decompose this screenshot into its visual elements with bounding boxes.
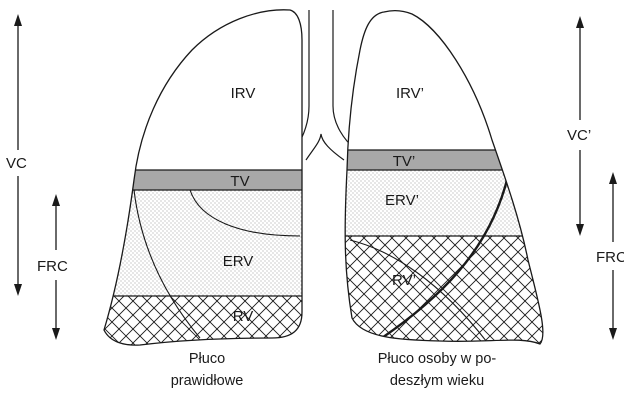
right-vc-arrow xyxy=(576,16,584,236)
right-caption-line2: deszłym wieku xyxy=(390,373,484,389)
left-rv-label: RV xyxy=(233,308,254,325)
left-tv-band xyxy=(90,170,320,190)
left-frc-label: FRC xyxy=(37,258,68,275)
right-caption-line1: Płuco osoby w po- xyxy=(378,351,497,367)
right-frc-label: FRC xyxy=(596,249,624,266)
right-tv-band xyxy=(330,150,560,170)
trachea xyxy=(295,10,356,160)
right-irv-label: IRV’ xyxy=(396,85,424,102)
right-erv-region xyxy=(330,170,560,236)
left-caption-line2: prawidłowe xyxy=(171,373,244,389)
left-irv-label: IRV xyxy=(231,85,256,102)
left-lung: IRV TV ERV RV Płuco prawidłowe xyxy=(90,0,320,394)
left-erv-label: ERV xyxy=(223,253,254,270)
right-rv-label: RV’ xyxy=(392,272,416,289)
right-vc-label: VC’ xyxy=(567,127,591,144)
right-tv-label: TV’ xyxy=(393,153,416,170)
left-vc-label: VC xyxy=(6,155,27,172)
right-rv-region xyxy=(330,236,560,366)
left-caption-line1: Płuco xyxy=(189,351,225,367)
right-erv-label: ERV’ xyxy=(385,192,419,209)
left-tv-label: TV xyxy=(230,173,249,190)
right-lung: IRV’ TV’ ERV’ RV’ Płuco osoby w po- desz… xyxy=(330,0,560,394)
